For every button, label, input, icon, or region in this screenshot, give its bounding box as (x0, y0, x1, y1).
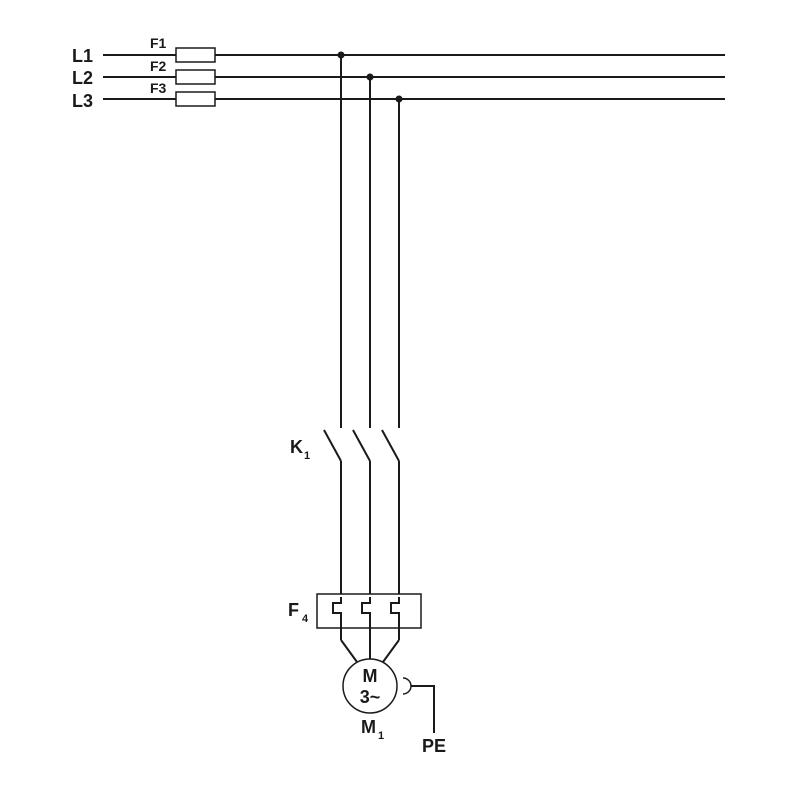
label-l1: L1 (72, 46, 93, 66)
contactor-blade-3 (381, 429, 400, 462)
label-f-index: 4 (302, 613, 309, 625)
label-k: K (290, 437, 303, 457)
motor-m1: M 3~ (342, 658, 398, 714)
thermal-element-3 (390, 597, 400, 624)
overload-relay-f4 (316, 593, 422, 629)
contactor-blade-1 (323, 429, 342, 462)
label-f1: F1 (150, 35, 167, 51)
lead-3-diagonal (382, 639, 400, 663)
fuse-f2 (175, 69, 216, 85)
label-pe: PE (422, 736, 446, 756)
label-l2: L2 (72, 68, 93, 88)
contactor-k1 (323, 429, 400, 597)
thermal-element-2 (361, 597, 371, 624)
motor-symbol-3ph: 3~ (360, 687, 381, 707)
fuse-f3 (175, 91, 216, 107)
label-f3: F3 (150, 80, 167, 96)
lead-1-diagonal (340, 639, 358, 663)
motor-symbol-m: M (363, 666, 378, 686)
thermal-element-1 (332, 597, 342, 624)
fuse-f1 (175, 47, 216, 63)
label-f2: F2 (150, 58, 167, 74)
label-m: M (361, 717, 376, 737)
label-l3: L3 (72, 91, 93, 111)
label-m-index: 1 (378, 730, 384, 742)
label-k-index: 1 (304, 450, 310, 462)
earth-terminal-arc (402, 677, 412, 695)
label-f: F (288, 600, 299, 620)
earth-wire (411, 685, 435, 733)
motor-circle (342, 658, 398, 714)
contactor-blade-2 (352, 429, 371, 462)
